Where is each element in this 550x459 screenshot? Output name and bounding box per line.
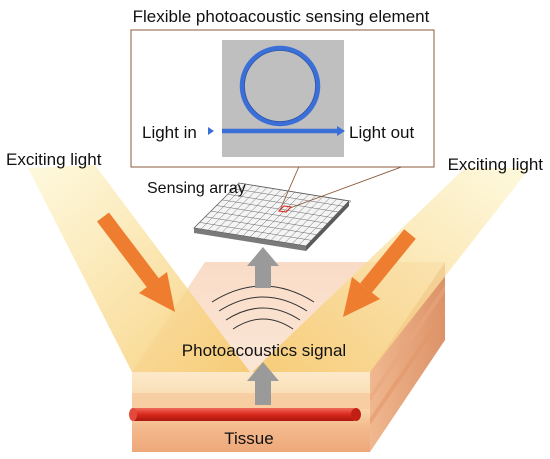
sensor-grid-line <box>205 216 318 235</box>
signal-arrow-lower <box>247 362 279 405</box>
microring-resonator <box>222 45 337 134</box>
light-in-label: Light in <box>142 123 197 142</box>
tissue-layer-stripe-2 <box>370 308 445 425</box>
sensing-array-grid <box>193 182 352 247</box>
exciting-light-label-right: Exciting light <box>448 155 544 174</box>
signal-label: Photoacoustics signal <box>182 341 346 360</box>
acoustic-wave-2 <box>225 307 301 321</box>
sensor-grid-line <box>199 222 312 241</box>
signal-arrow-upper <box>247 247 279 288</box>
sensor-grid-line <box>227 194 340 213</box>
sensor-grid-line <box>222 199 335 219</box>
sensor-grid-line <box>233 188 346 207</box>
vessel-body <box>132 408 356 421</box>
sensor-grid-line <box>193 227 307 247</box>
sensor-grid-line <box>210 210 323 230</box>
sensing-array <box>193 182 352 251</box>
tissue-layer-stripe <box>370 285 445 402</box>
vessel-start <box>129 408 137 421</box>
diagram-title: Flexible photoacoustic sensing element <box>133 7 430 26</box>
tissue-side-face <box>370 262 445 452</box>
sensor-grid-line <box>216 205 329 224</box>
exciting-light-label-left: Exciting light <box>6 150 102 169</box>
light-in-arrow-icon <box>208 127 214 135</box>
excitation-beam-right <box>252 168 530 372</box>
tissue-label: Tissue <box>224 429 273 448</box>
tissue-layer-band <box>132 393 370 409</box>
sensor-grid-line <box>238 182 352 202</box>
excitation-arrow-right <box>343 229 416 317</box>
sensor-chip-square <box>222 40 344 157</box>
light-out-arrow-icon <box>337 126 345 136</box>
vessel-end <box>351 408 361 421</box>
blood-vessel <box>129 408 361 421</box>
sensing-element-highlight <box>277 205 293 213</box>
light-out-label: Light out <box>349 123 414 142</box>
sensing-array-front <box>194 228 306 251</box>
microring-inner-edge <box>244 50 316 122</box>
microring <box>239 45 321 127</box>
acoustic-wave-1 <box>232 318 294 330</box>
sensing-array-label: Sensing array <box>147 180 246 197</box>
acoustic-wave-3 <box>218 296 308 312</box>
excitation-arrow-left <box>97 212 175 312</box>
